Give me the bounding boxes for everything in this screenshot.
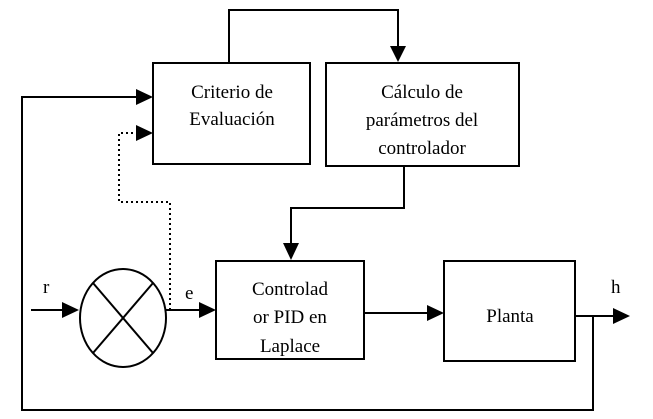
controlador-line-3: Laplace [260,336,320,357]
wire-calculo-to-controller [290,166,405,244]
calculo-line-1: Cálculo de [381,82,463,103]
signal-r-label: r [43,277,50,298]
signal-e-label: e [185,283,193,304]
arrowhead-criterio-dotted [136,125,153,141]
criterio-line-2: Evaluación [189,109,275,130]
arrowhead-planta [427,305,444,321]
wire-error-dotted [118,132,171,310]
arrowhead-controller-top [283,243,299,260]
signal-h-label: h [611,277,621,298]
block-controlador-pid: Controlad or PID en Laplace [215,260,365,360]
summing-junction [79,268,167,368]
controlador-line-2: or PID en [253,307,327,328]
planta-label: Planta [486,306,534,327]
block-criterio-evaluacion: Criterio de Evaluación [152,62,311,165]
criterio-line-1: Criterio de [191,82,273,103]
wire-criterio-to-calculo [228,9,399,63]
calculo-line-3: controlador [378,138,466,159]
arrowhead-summing [62,302,79,318]
arrowhead-controller-left [199,302,216,318]
controlador-line-1: Controlad [252,279,328,300]
block-calculo-parametros: Cálculo de parámetros del controlador [325,62,520,167]
block-planta: Planta [443,260,576,362]
calculo-line-2: parámetros del [366,110,478,131]
arrowhead-criterio-feedback [136,89,153,105]
wire-feedback-h [21,96,594,411]
arrowhead-calculo [390,46,406,62]
arrowhead-output [613,308,630,324]
